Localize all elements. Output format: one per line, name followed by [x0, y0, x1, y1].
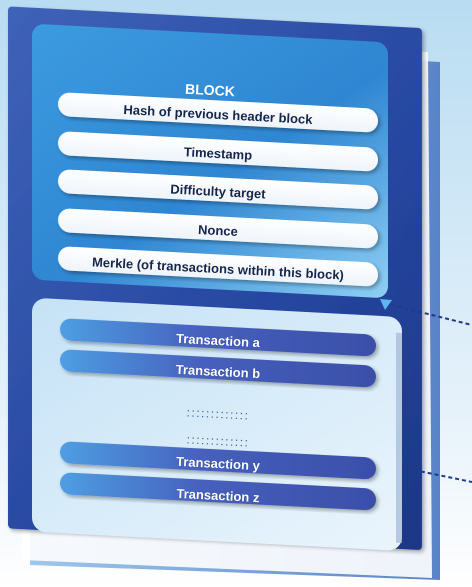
transaction-bar-3: [60, 441, 376, 480]
transaction-bar-2: [60, 349, 376, 388]
transactions-connector-arrowhead: [406, 463, 418, 476]
merkle-connector-line: [383, 302, 472, 326]
header-field-pill-4: [58, 208, 378, 249]
header-field-pill-5: [58, 246, 378, 287]
transaction-bar-4: [60, 472, 376, 511]
merkle-connector-arrowhead: [380, 299, 392, 310]
header-field-pill-1: [58, 92, 378, 133]
header-field-pill-3: [58, 169, 378, 210]
transaction-bar-1: [60, 318, 376, 357]
transactions-connector-line: [413, 469, 472, 483]
header-field-pill-2: [58, 131, 378, 172]
